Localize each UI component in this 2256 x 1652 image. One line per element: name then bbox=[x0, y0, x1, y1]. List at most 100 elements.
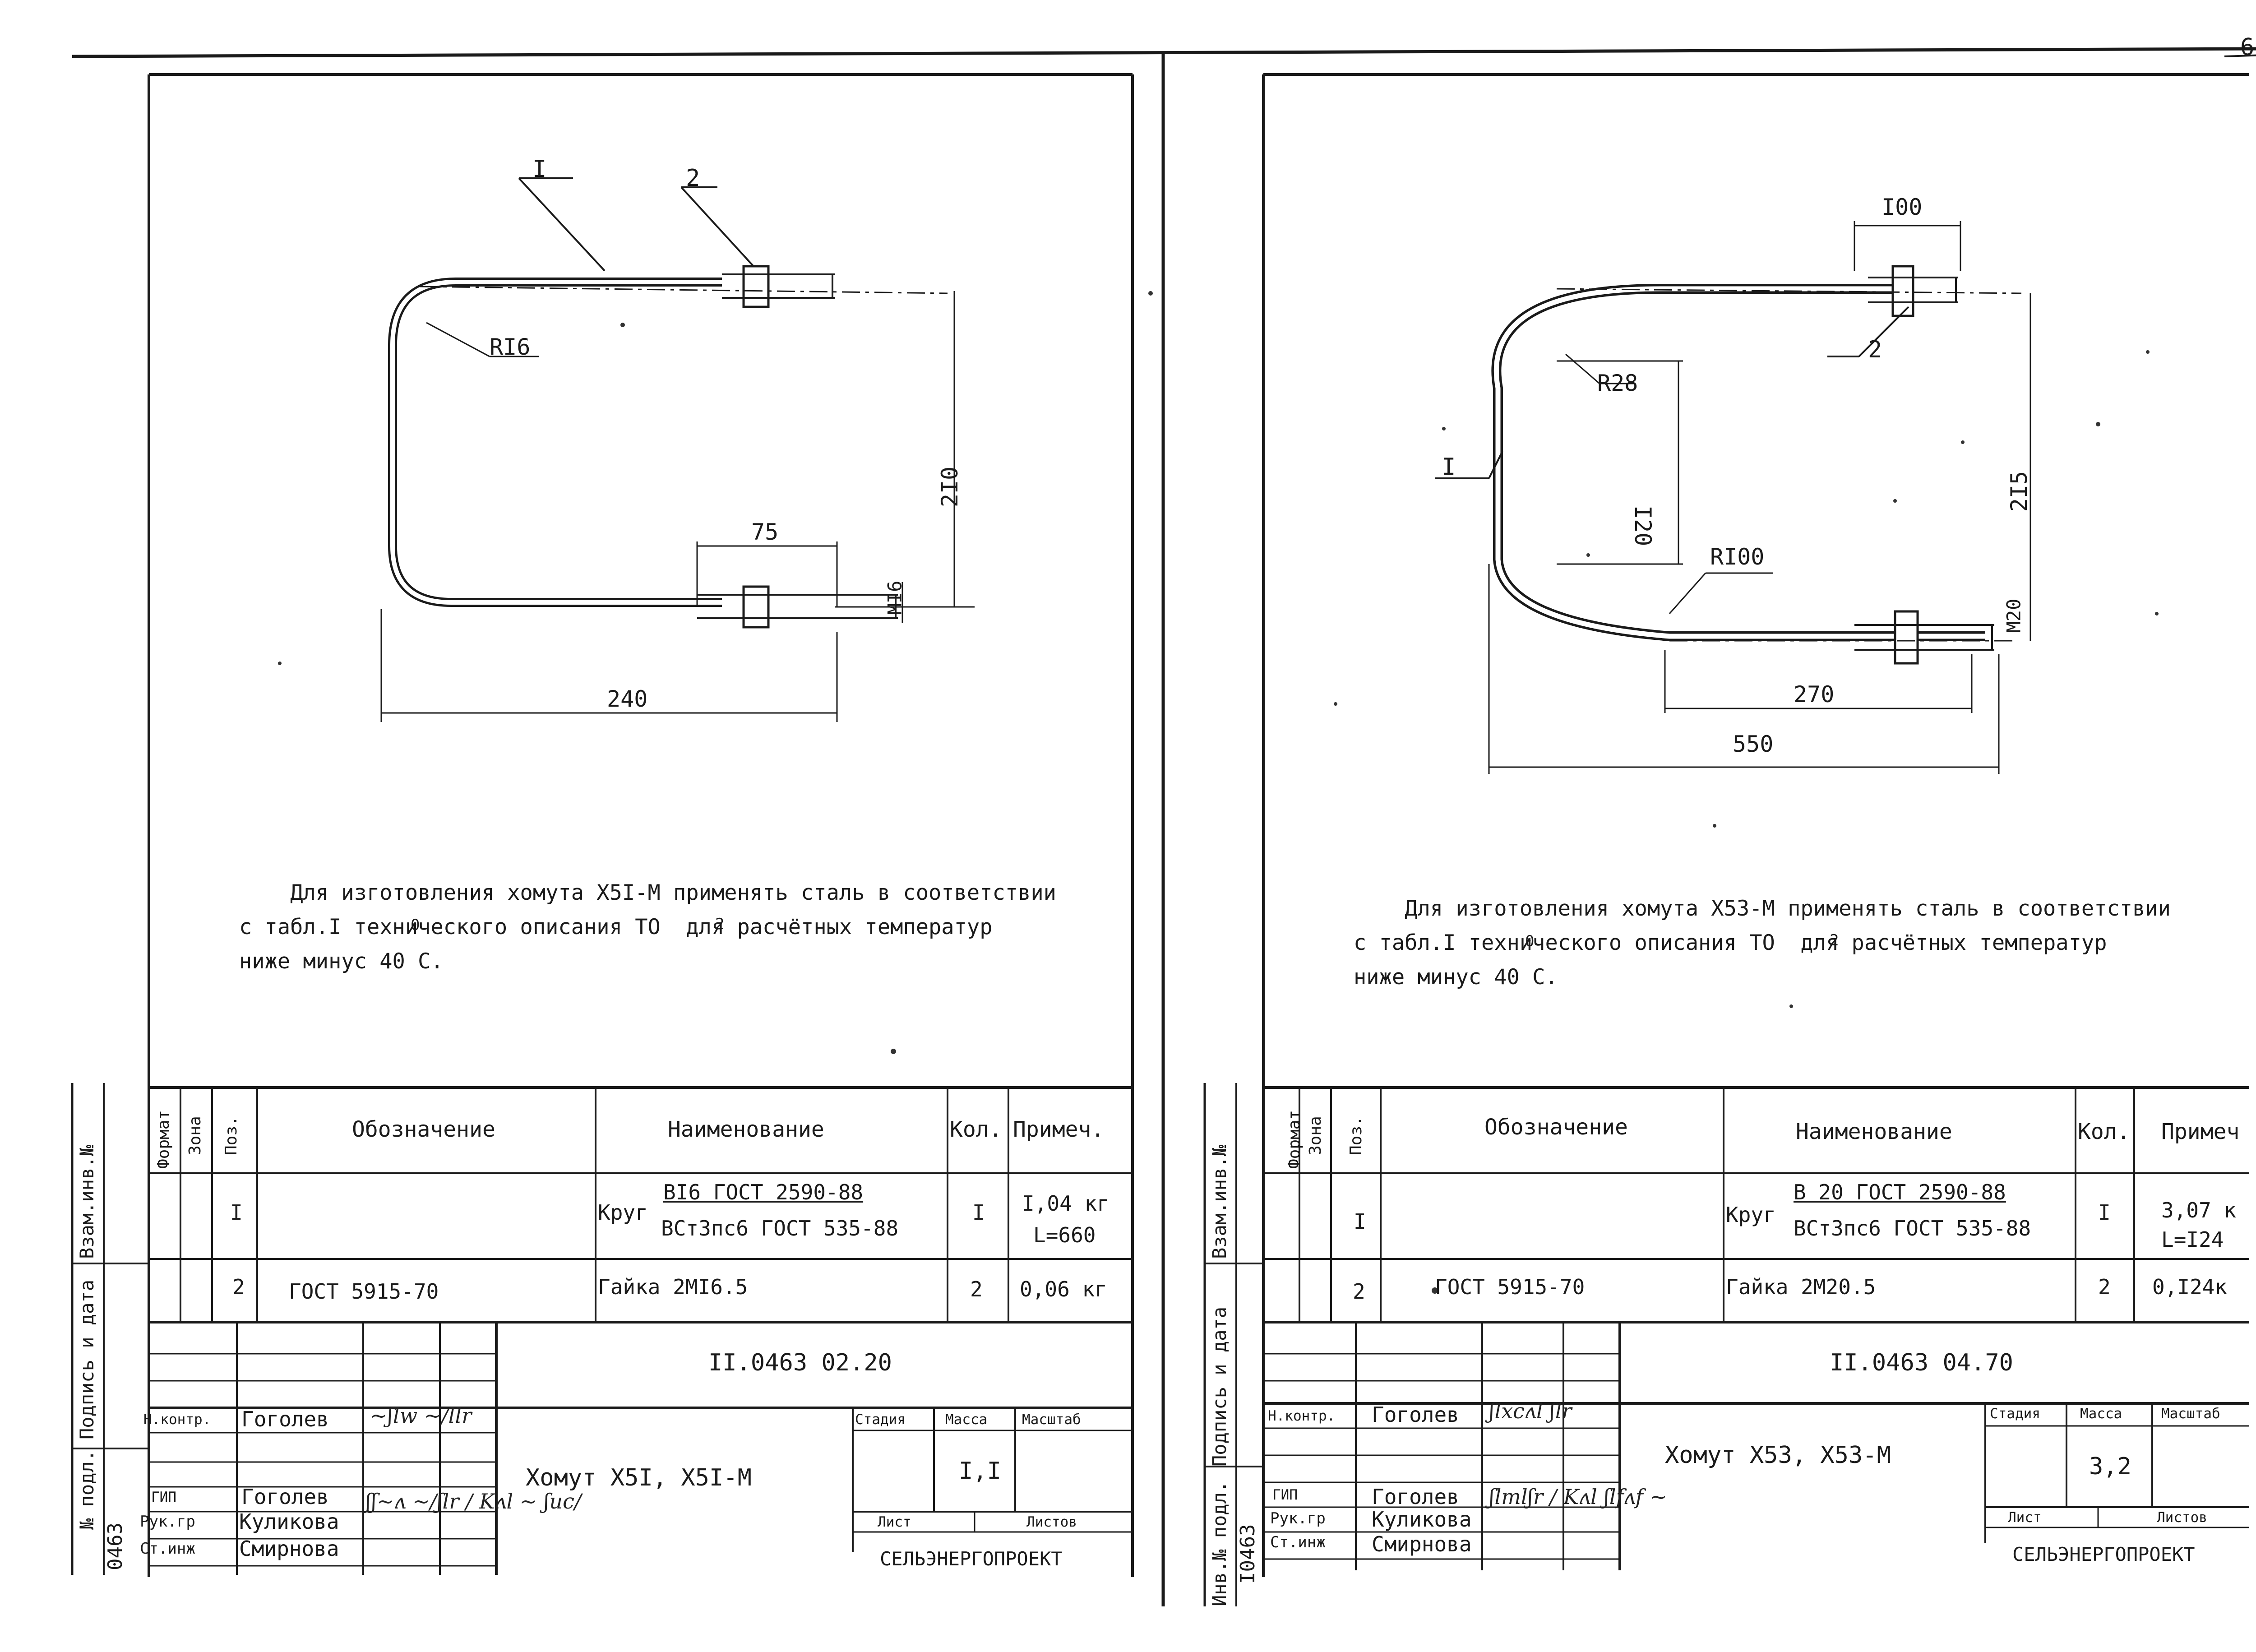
dim-top-thread: I00 bbox=[1882, 194, 1923, 220]
role-stinzh: Ст.инж bbox=[1270, 1533, 1326, 1551]
name-gip: Гоголев bbox=[241, 1485, 329, 1509]
row1-name-bottom: ВСт3пс6 ГОСТ 535-88 bbox=[661, 1216, 899, 1240]
role-nkontr: Н.контр. bbox=[143, 1411, 211, 1428]
part-label-2: 2 bbox=[1868, 336, 1882, 363]
row1-name-prefix: Круг bbox=[598, 1200, 648, 1225]
mass-value: 3,2 bbox=[2089, 1453, 2131, 1480]
dim-thread: MI6 bbox=[883, 580, 906, 615]
col-mass: Масса bbox=[2080, 1406, 2122, 1422]
dim-height: 2I0 bbox=[937, 466, 963, 508]
signatures-lower: ʃʃ~ʌ ~/ʃlr / Kʌl ~ ʃuc/ bbox=[365, 1489, 582, 1513]
sheet-label: Лист bbox=[2008, 1509, 2042, 1526]
name-rukgr: Куликова bbox=[239, 1509, 339, 1534]
row2-note: 0,I24к bbox=[2152, 1275, 2228, 1299]
page-number: 62 bbox=[2240, 34, 2256, 61]
note-superscript: 0 bbox=[1525, 932, 1535, 950]
side-sign: Подпись и дата bbox=[1208, 1306, 1230, 1467]
role-rukgr: Рук.гр bbox=[140, 1513, 195, 1531]
row2-designation: ГОСТ 5915-70 bbox=[289, 1279, 439, 1304]
organization: СЕЛЬЭНЕРГОПРОЕКТ bbox=[2012, 1543, 2195, 1565]
organization: СЕЛЬЭНЕРГОПРОЕКТ bbox=[880, 1548, 1063, 1570]
col-scale: Масштаб bbox=[2161, 1406, 2220, 1422]
side-inv-number: I0463 bbox=[1236, 1524, 1259, 1584]
col-format: Формат bbox=[1285, 1110, 1304, 1169]
col-stage: Стадия bbox=[1990, 1406, 2040, 1422]
row2-pos: 2 bbox=[1353, 1279, 1365, 1304]
row1-qty: I bbox=[2098, 1200, 2111, 1225]
sheet-label: Лист bbox=[878, 1514, 911, 1530]
col-scale: Масштаб bbox=[1022, 1411, 1081, 1428]
col-format: Формат bbox=[154, 1110, 173, 1169]
side-inv-number: 0463 bbox=[104, 1522, 127, 1570]
part-label-1: I bbox=[532, 156, 547, 183]
row1-pos: I bbox=[1354, 1209, 1366, 1234]
role-gip: ГИП bbox=[1272, 1487, 1298, 1503]
col-note: Примеч bbox=[2161, 1119, 2240, 1144]
col-name: Наименование bbox=[1796, 1119, 1952, 1144]
row2-designation: ГОСТ 5915-70 bbox=[1435, 1275, 1585, 1299]
part-label-1: I bbox=[1442, 453, 1456, 481]
row1-pos: I bbox=[230, 1200, 243, 1225]
document-title: Хомут Х5I, Х5I-М bbox=[526, 1464, 752, 1491]
side-sign: Подпись и дата bbox=[76, 1279, 98, 1439]
side-swap: Взам.инв.№ bbox=[1208, 1145, 1230, 1259]
row2-name: Гайка 2М20.5 bbox=[1726, 1275, 1876, 1299]
signatures: ~ʃlw ~/llr bbox=[370, 1403, 472, 1428]
row1-name-bottom: ВСт3пс6 ГОСТ 535-88 bbox=[1794, 1216, 2031, 1240]
note-subscript: 2 bbox=[1830, 931, 1839, 949]
role-stinzh: Ст.инж bbox=[140, 1540, 195, 1558]
row2-name: Гайка 2МI6.5 bbox=[598, 1275, 748, 1299]
name-nkontr: Гоголев bbox=[241, 1407, 329, 1431]
note-superscript: 0 bbox=[411, 916, 420, 934]
note-text: Для изготовления хомута Х5I-М применять … bbox=[239, 880, 1056, 974]
row1-note-top: 3,07 к bbox=[2161, 1198, 2237, 1222]
dim-radius-large: RI00 bbox=[1710, 544, 1765, 570]
dim-radius: RI6 bbox=[490, 334, 531, 360]
side-inv: Инв.№ подл. bbox=[1208, 1481, 1230, 1606]
name-nkontr: Гоголев bbox=[1372, 1402, 1459, 1427]
row2-qty: 2 bbox=[2098, 1275, 2111, 1299]
col-zone: Зона bbox=[186, 1116, 204, 1155]
col-designation: Обозначение bbox=[1484, 1115, 1628, 1140]
col-stage: Стадия bbox=[855, 1411, 906, 1428]
row1-name-top: BI6 ГОСТ 2590-88 bbox=[663, 1180, 864, 1204]
col-mass: Масса bbox=[945, 1411, 988, 1428]
col-zone: Зона bbox=[1306, 1116, 1325, 1155]
document-title: Хомут Х53, Х53-М bbox=[1665, 1442, 1891, 1469]
note-text: Для изготовления хомута Х53-М применять … bbox=[1354, 896, 2171, 990]
sheets-label: Листов bbox=[2157, 1509, 2207, 1526]
name-stinzh: Смирнова bbox=[1372, 1532, 1472, 1556]
row2-pos: 2 bbox=[232, 1275, 245, 1299]
col-pos: Поз. bbox=[222, 1116, 240, 1155]
side-swap: Взам.инв.№ bbox=[76, 1145, 98, 1259]
dim-thread: М20 bbox=[2002, 598, 2025, 633]
role-gip: ГИП bbox=[151, 1489, 176, 1505]
row1-note-bottom: L=660 bbox=[1033, 1223, 1096, 1247]
row1-name-prefix: Круг bbox=[1726, 1203, 1776, 1227]
side-inv: № подл. bbox=[76, 1449, 98, 1530]
part-label-2: 2 bbox=[686, 165, 700, 192]
name-gip: Гоголев bbox=[1372, 1485, 1459, 1509]
document-code: II.0463 02.20 bbox=[708, 1349, 892, 1376]
sheets-label: Листов bbox=[1026, 1514, 1077, 1530]
name-stinzh: Смирнова bbox=[239, 1536, 339, 1561]
col-pos: Поз. bbox=[1347, 1116, 1365, 1155]
row1-qty: I bbox=[972, 1200, 985, 1225]
mass-value: I,I bbox=[959, 1458, 1001, 1485]
row2-qty: 2 bbox=[970, 1277, 983, 1301]
document-code: II.0463 04.70 bbox=[1830, 1349, 2013, 1376]
note-subscript: 2 bbox=[715, 915, 725, 933]
dim-thread-length: 75 bbox=[751, 519, 779, 545]
role-nkontr: Н.контр. bbox=[1268, 1408, 1336, 1424]
role-rukgr: Рук.гр bbox=[1270, 1509, 1326, 1527]
dim-width: 550 bbox=[1733, 731, 1774, 757]
col-qty: Кол. bbox=[2078, 1119, 2130, 1144]
col-qty: Кол. bbox=[950, 1117, 1002, 1142]
manufacturing-note: Для изготовления хомута Х53-М применять … bbox=[1354, 857, 2171, 1029]
signatures-lower: ʃlmlʃr / Kʌl ʃlfʌf ~ bbox=[1489, 1485, 1667, 1509]
dim-inner-width: 270 bbox=[1794, 681, 1835, 708]
dim-inner-height: I20 bbox=[1630, 505, 1656, 546]
manufacturing-note: Для изготовления хомута Х5I-М применять … bbox=[239, 842, 1056, 1013]
row1-note-bottom: L=I24 bbox=[2161, 1227, 2224, 1252]
